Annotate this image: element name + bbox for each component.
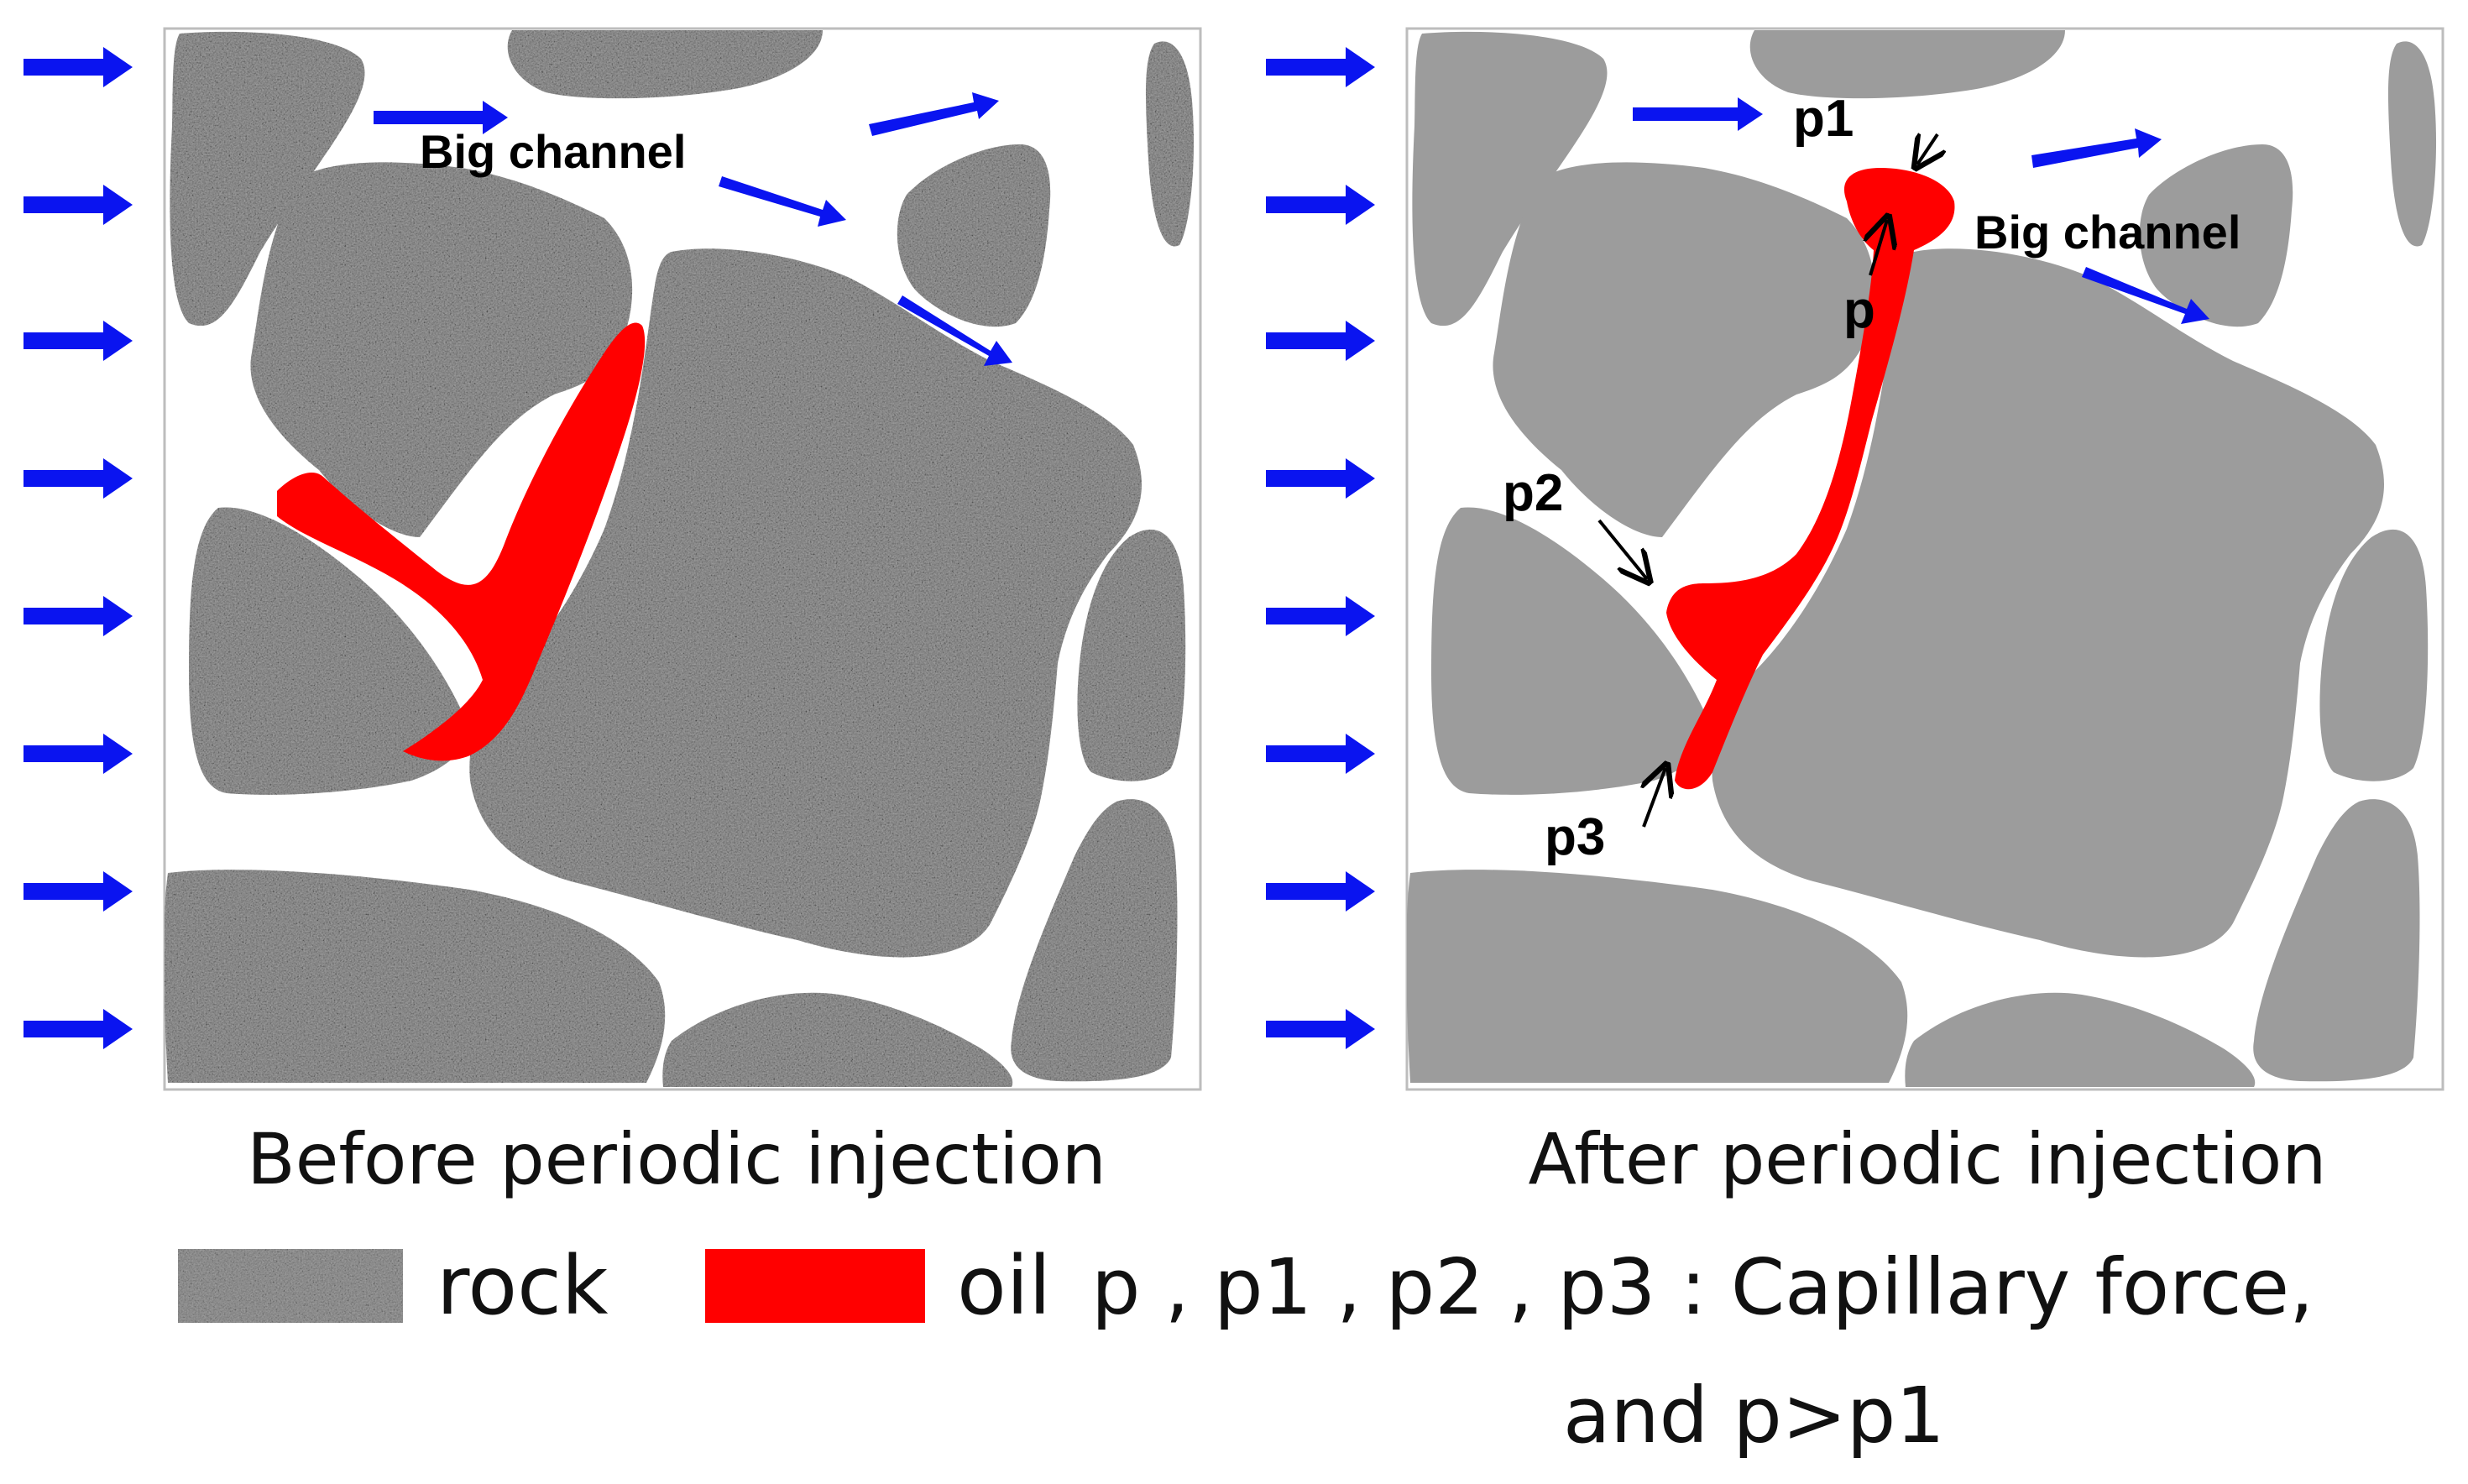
flow-arrow-icon: [719, 176, 846, 227]
right-arrow-icon: [24, 458, 133, 499]
p3-force-arrow-icon: [1644, 768, 1665, 828]
flow-arrow-icon: [2031, 128, 2162, 168]
left-inflow-arrows: [24, 47, 133, 1049]
p2-force-arrow-icon: [1597, 519, 1647, 579]
right-arrow-icon: [1266, 47, 1375, 87]
right-arrow-icon: [1266, 1009, 1375, 1049]
right-arrow-icon: [24, 871, 133, 912]
flow-arrow-icon: [374, 101, 508, 134]
right-panel: p1 p p2 p3 Big channel After periodic in…: [1266, 27, 2444, 1200]
left-caption: Before periodic injection: [247, 1118, 1106, 1200]
label-p1: p1: [1793, 90, 1854, 148]
left-panel: Big channel Before periodic injection: [24, 27, 1202, 1200]
left-rock-grains: [165, 29, 1200, 1089]
right-caption: After periodic injection: [1529, 1118, 2327, 1200]
p1-force-arrow-icon: [1917, 134, 1937, 165]
flow-arrow-icon: [1633, 97, 1763, 131]
right-arrow-icon: [24, 47, 133, 87]
flow-arrow-icon: [869, 92, 999, 136]
capillary-force-arrows: [1597, 134, 1937, 828]
right-arrow-icon: [1266, 321, 1375, 361]
right-flow-arrows: [1633, 97, 2209, 324]
label-p2: p2: [1503, 464, 1563, 522]
right-arrow-icon: [24, 734, 133, 774]
p-force-arrow-icon: [1870, 220, 1887, 276]
label-p: p: [1843, 281, 1875, 339]
right-arrow-icon: [1266, 871, 1375, 912]
capillary-note-line2: and p>p1: [1563, 1371, 1945, 1460]
left-big-channel-label: Big channel: [420, 125, 686, 178]
right-oil-blob: [1666, 168, 1955, 790]
oil-legend-label: oil: [957, 1239, 1051, 1333]
right-arrow-icon: [1266, 596, 1375, 636]
left-flow-arrows: [374, 92, 1012, 366]
flow-arrow-icon: [2082, 267, 2209, 324]
right-inflow-arrows: [1266, 47, 1375, 1049]
label-p3: p3: [1545, 808, 1605, 866]
legend: rock oil p , p1 , p2 , p3 : Capillary fo…: [178, 1239, 2314, 1460]
rock-legend-label: rock: [437, 1239, 609, 1333]
right-arrow-icon: [24, 185, 133, 225]
flow-arrow-icon: [897, 295, 1012, 366]
capillary-note-line1: p , p1 , p2 , p3 : Capillary force,: [1091, 1242, 2314, 1332]
oil-swatch: [705, 1249, 925, 1323]
right-arrow-icon: [24, 1009, 133, 1049]
right-arrow-icon: [1266, 734, 1375, 774]
right-arrow-icon: [24, 596, 133, 636]
right-big-channel-label: Big channel: [1974, 206, 2241, 259]
left-oil-blob: [277, 322, 646, 761]
right-arrow-icon: [24, 321, 133, 361]
right-arrow-icon: [1266, 458, 1375, 499]
right-arrow-icon: [1266, 185, 1375, 225]
